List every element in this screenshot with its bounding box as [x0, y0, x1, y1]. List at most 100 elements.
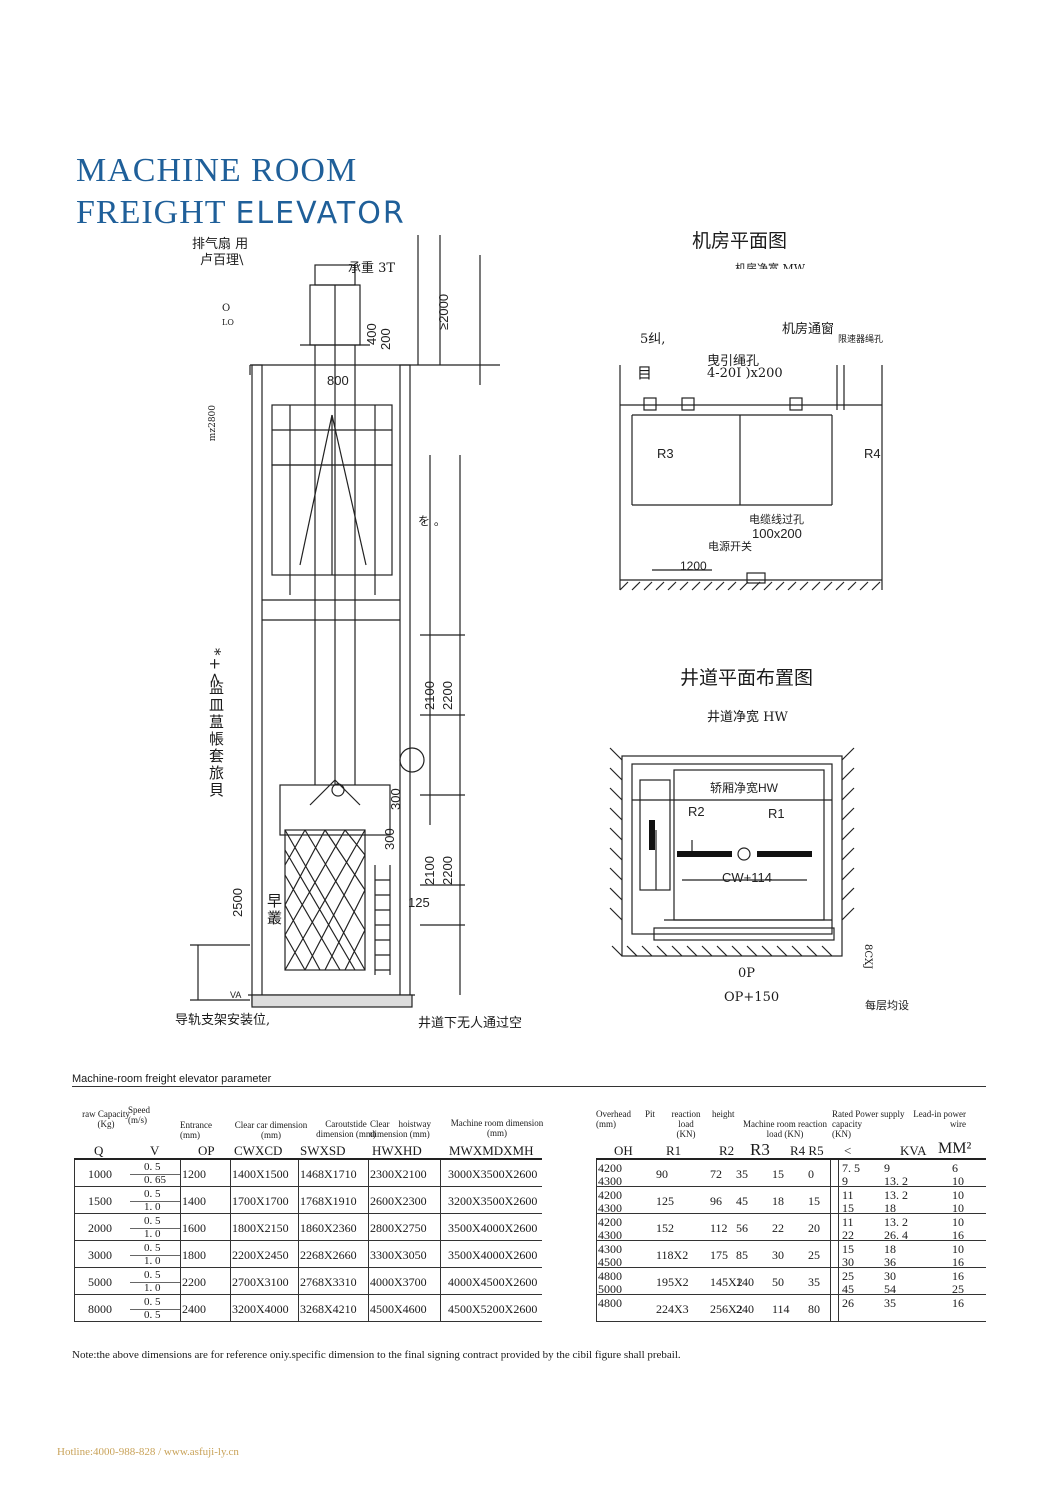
- cell-kva-1: 9: [884, 1161, 890, 1175]
- cell-clear-car: 1800X2150: [232, 1221, 289, 1235]
- sym-r3: R3: [750, 1140, 770, 1159]
- row-rule: [74, 1267, 542, 1268]
- cell-capacity: 5000: [88, 1275, 112, 1289]
- cell-r4: 114: [772, 1302, 790, 1316]
- cell-overhead-2: 4300: [598, 1201, 622, 1215]
- cell-capacity-2: 15: [842, 1201, 854, 1215]
- table-rule-left: [74, 1160, 75, 1322]
- header-leadin: Lead-in power wire: [913, 1109, 966, 1129]
- cell-kva-2: 26. 4: [884, 1228, 908, 1242]
- header-pit: Pit: [645, 1109, 656, 1119]
- cell-wire-2: 16: [952, 1228, 964, 1242]
- page-title-line1: MACHINE ROOM: [76, 152, 358, 189]
- cell-r4: 22: [772, 1221, 784, 1235]
- cell-r1: 152: [656, 1221, 674, 1235]
- row-rule: [74, 1213, 542, 1214]
- cell-capacity: 2000: [88, 1221, 112, 1235]
- cell-r1: 90: [656, 1167, 668, 1181]
- cell-car-outside: 3268X4210: [300, 1302, 357, 1316]
- cell-clear-car: 1400X1500: [232, 1167, 289, 1181]
- cell-speed-1: 0. 5: [144, 1188, 161, 1200]
- cell-r3: 35: [736, 1167, 748, 1181]
- sym-op: OP: [198, 1143, 215, 1158]
- header-height: height: [712, 1109, 735, 1119]
- cell-machine-room: 3000X3500X2600: [448, 1167, 538, 1181]
- table-rule-hw: [368, 1160, 369, 1322]
- cell-machine-room: 4000X4500X2600: [448, 1275, 538, 1289]
- cell-entrance: 1800: [182, 1248, 206, 1262]
- dim-2100-a: 2100: [422, 681, 437, 710]
- cell-r3: 56: [736, 1221, 748, 1235]
- cell-capacity: 1000: [88, 1167, 112, 1181]
- table-rule-cw: [230, 1160, 231, 1322]
- page-title-elevator: ELEVATOR: [235, 196, 406, 231]
- cell-capacity-1: 26: [842, 1296, 854, 1310]
- cell-capacity: 3000: [88, 1248, 112, 1262]
- header-speed: Speed (m/s): [128, 1105, 150, 1125]
- cell-machine-room: 4500X5200X2600: [448, 1302, 538, 1316]
- cell-wire-1: 10: [952, 1242, 964, 1256]
- cell-kva-1: 13. 2: [884, 1188, 908, 1202]
- cell-clear-car: 2200X2450: [232, 1248, 289, 1262]
- label-va: VA: [230, 990, 241, 1000]
- cell-overhead-1: 4200: [598, 1188, 622, 1202]
- cell-hoistway: 3300X3050: [370, 1248, 427, 1262]
- cell-car-outside: 2768X3310: [300, 1275, 357, 1289]
- cell-wire-1: 10: [952, 1188, 964, 1202]
- cell-entrance: 2200: [182, 1275, 206, 1289]
- cell-r3: 240: [736, 1302, 754, 1316]
- row-rule: [596, 1321, 986, 1322]
- cell-r5: 0: [808, 1167, 814, 1181]
- table-rule-c2: [838, 1160, 839, 1322]
- header-machine-room: Machine room dimension (mm): [450, 1118, 544, 1138]
- table-top-rule: [72, 1086, 986, 1087]
- cell-r5: 35: [808, 1275, 820, 1289]
- cell-kva-2: 54: [884, 1282, 896, 1296]
- machine-room-plan-title: 机房平面图: [692, 230, 788, 252]
- cell-r4: 18: [772, 1194, 784, 1208]
- mr-label-cable-hole: 电缆线过孔: [749, 512, 804, 526]
- cell-r1: 195X2: [656, 1275, 689, 1289]
- cell-hoistway: 4000X3700: [370, 1275, 427, 1289]
- label-no-passage: 井道下无人通过空: [418, 1016, 523, 1031]
- speed-divider: [130, 1173, 180, 1175]
- header-hoistway: Clear hoistway dimension (mm): [370, 1119, 431, 1139]
- sym-v: V: [150, 1143, 160, 1158]
- mr-label-rope-hole-size: 4-20I )x200: [707, 366, 783, 381]
- table-rule-sw: [298, 1160, 299, 1322]
- cell-overhead-1: 4800: [598, 1269, 622, 1283]
- cell-r4: 50: [772, 1275, 784, 1289]
- cell-speed-2: 0. 5: [144, 1309, 161, 1321]
- cell-capacity-2: 22: [842, 1228, 854, 1242]
- table-rule-mw: [440, 1160, 441, 1322]
- cell-machine-room: 3500X4000X2600: [448, 1248, 538, 1262]
- hw-label-each-floor: 每层均设: [865, 999, 909, 1012]
- cell-hoistway: 2300X2100: [370, 1167, 427, 1181]
- header-reaction: reaction load (KN): [671, 1109, 701, 1139]
- cell-speed-1: 0. 5: [144, 1296, 161, 1308]
- label-exhaust: 排气扇 用: [192, 237, 249, 252]
- page-title-line2: FREIGHT ELEVATOR: [76, 192, 406, 235]
- cell-kva-1: 30: [884, 1269, 896, 1283]
- sym-hwxhd: HWXHD: [372, 1143, 422, 1158]
- cell-overhead-2: 5000: [598, 1282, 622, 1296]
- label-note-dot: を 。: [418, 514, 446, 528]
- label-vertical-symbols: *+<: [206, 648, 224, 687]
- cell-kva-2: 13. 2: [884, 1174, 908, 1188]
- hw-label-cw: CW+114: [722, 870, 772, 885]
- cell-overhead-1: 4200: [598, 1161, 622, 1175]
- label-mz2800: mz2800: [208, 405, 218, 442]
- cell-hoistway: 2800X2750: [370, 1221, 427, 1235]
- speed-divider: [130, 1254, 180, 1256]
- label-vertical-cn: 监皿蒀帳套旅貝: [207, 680, 225, 799]
- cell-wire-2: 25: [952, 1282, 964, 1296]
- cell-capacity-1: 7. 5: [842, 1161, 860, 1175]
- label-o: O: [222, 303, 231, 314]
- cell-kva-1: 13. 2: [884, 1215, 908, 1229]
- cell-entrance: 2400: [182, 1302, 206, 1316]
- row-rule: [596, 1240, 986, 1241]
- label-vertical-note: 早叢: [265, 893, 283, 927]
- table-rule-op: [180, 1160, 181, 1322]
